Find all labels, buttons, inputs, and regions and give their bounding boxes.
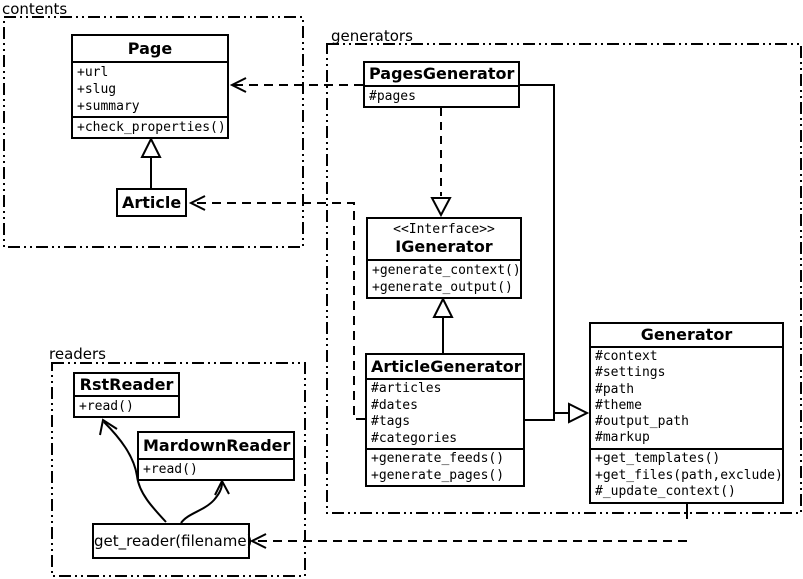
edge-pagesgenerator-to-page-dependency bbox=[229, 77, 363, 93]
class-pagesgenerator: PagesGenerator #pages bbox=[363, 61, 520, 108]
edge-generator-to-getreader-dependency bbox=[249, 502, 688, 549]
attribute: #settings bbox=[595, 365, 666, 381]
attribute: #dates bbox=[371, 397, 418, 413]
attribute: #path bbox=[595, 381, 635, 397]
contents-package-border bbox=[3, 16, 304, 248]
method: +read() bbox=[79, 399, 134, 414]
get-reader-box: get_reader(filename) bbox=[92, 523, 252, 559]
class-igenerator-methods: +generate_context() +generate_output() bbox=[368, 259, 521, 297]
class-pagesgenerator-attributes: #pages bbox=[365, 85, 518, 106]
attribute: #articles bbox=[371, 381, 442, 396]
edge-pagesgenerator-to-igenerator-realization bbox=[430, 108, 452, 218]
method: +generate_pages() bbox=[371, 467, 505, 483]
class-igenerator-stereotype: <<Interface>> bbox=[393, 222, 495, 237]
method: +check_properties() bbox=[77, 120, 226, 135]
attribute: #theme bbox=[595, 397, 642, 413]
edge-article-to-page-inheritance bbox=[140, 136, 162, 188]
class-mardownreader: MardownReader +read() bbox=[137, 431, 295, 481]
class-page: Page +url +slug +summary +check_properti… bbox=[71, 34, 229, 139]
class-articlegenerator-methods: +generate_feeds() +generate_pages() bbox=[367, 448, 523, 485]
edge-getreader-to-mardownreader-arrow bbox=[180, 478, 230, 524]
class-articlegenerator: ArticleGenerator #articles #dates #tags … bbox=[365, 353, 525, 487]
class-igenerator: <<Interface>> IGenerator +generate_conte… bbox=[366, 217, 522, 299]
attribute: #tags bbox=[371, 414, 411, 429]
generators-package-border bbox=[326, 43, 802, 514]
edge-articlegenerator-to-igenerator-inheritance bbox=[432, 296, 454, 353]
class-page-name: Page bbox=[127, 39, 173, 58]
class-rstreader-methods: +read() bbox=[75, 395, 178, 416]
class-rstreader-name: RstReader bbox=[79, 375, 174, 394]
method: +get_files(path,exclude) bbox=[595, 467, 783, 483]
attribute: #pages bbox=[369, 89, 416, 104]
class-igenerator-name: IGenerator bbox=[395, 237, 493, 256]
method: +get_templates() bbox=[595, 450, 721, 466]
edge-getreader-to-rstreader-arrow bbox=[99, 418, 167, 523]
class-articlegenerator-name: ArticleGenerator bbox=[371, 357, 522, 376]
method: +generate_output() bbox=[372, 280, 513, 295]
method: #_update_context() bbox=[595, 484, 736, 500]
edge-articlegenerator-to-article-dependency bbox=[188, 195, 365, 420]
method: +generate_context() bbox=[372, 263, 521, 278]
method: +read() bbox=[143, 462, 198, 477]
class-article-name: Article bbox=[122, 193, 182, 212]
class-mardownreader-methods: +read() bbox=[139, 458, 293, 479]
class-article: Article bbox=[116, 188, 187, 217]
readers-package-label: readers bbox=[49, 345, 106, 363]
edge-generators-to-generator-inheritance bbox=[520, 84, 590, 424]
attribute: #context bbox=[595, 349, 658, 364]
class-generator-name: Generator bbox=[640, 325, 733, 344]
class-page-methods: +check_properties() bbox=[73, 116, 227, 137]
class-igenerator-header: <<Interface>> IGenerator bbox=[368, 219, 520, 259]
attribute: +url bbox=[77, 65, 109, 80]
class-generator-methods: +get_templates() +get_files(path,exclude… bbox=[591, 447, 783, 502]
contents-package-label: contents bbox=[2, 0, 68, 18]
class-generator: Generator #context #settings #path #them… bbox=[589, 322, 784, 505]
attribute: #output_path bbox=[595, 414, 689, 430]
readers-package-border bbox=[51, 362, 306, 577]
class-generator-attributes: #context #settings #path #theme #output_… bbox=[591, 346, 782, 448]
attribute: +summary bbox=[77, 99, 140, 114]
class-rstreader: RstReader +read() bbox=[73, 372, 180, 418]
class-articlegenerator-attributes: #articles #dates #tags #categories bbox=[367, 378, 523, 448]
attribute: #categories bbox=[371, 430, 458, 446]
attribute: +slug bbox=[77, 82, 117, 97]
class-mardownreader-name: MardownReader bbox=[143, 436, 291, 455]
class-page-attributes: +url +slug +summary bbox=[73, 61, 227, 116]
generators-package-label: generators bbox=[331, 27, 413, 45]
attribute: #markup bbox=[595, 430, 650, 446]
method: +generate_feeds() bbox=[371, 451, 505, 466]
class-pagesgenerator-name: PagesGenerator bbox=[369, 64, 515, 83]
